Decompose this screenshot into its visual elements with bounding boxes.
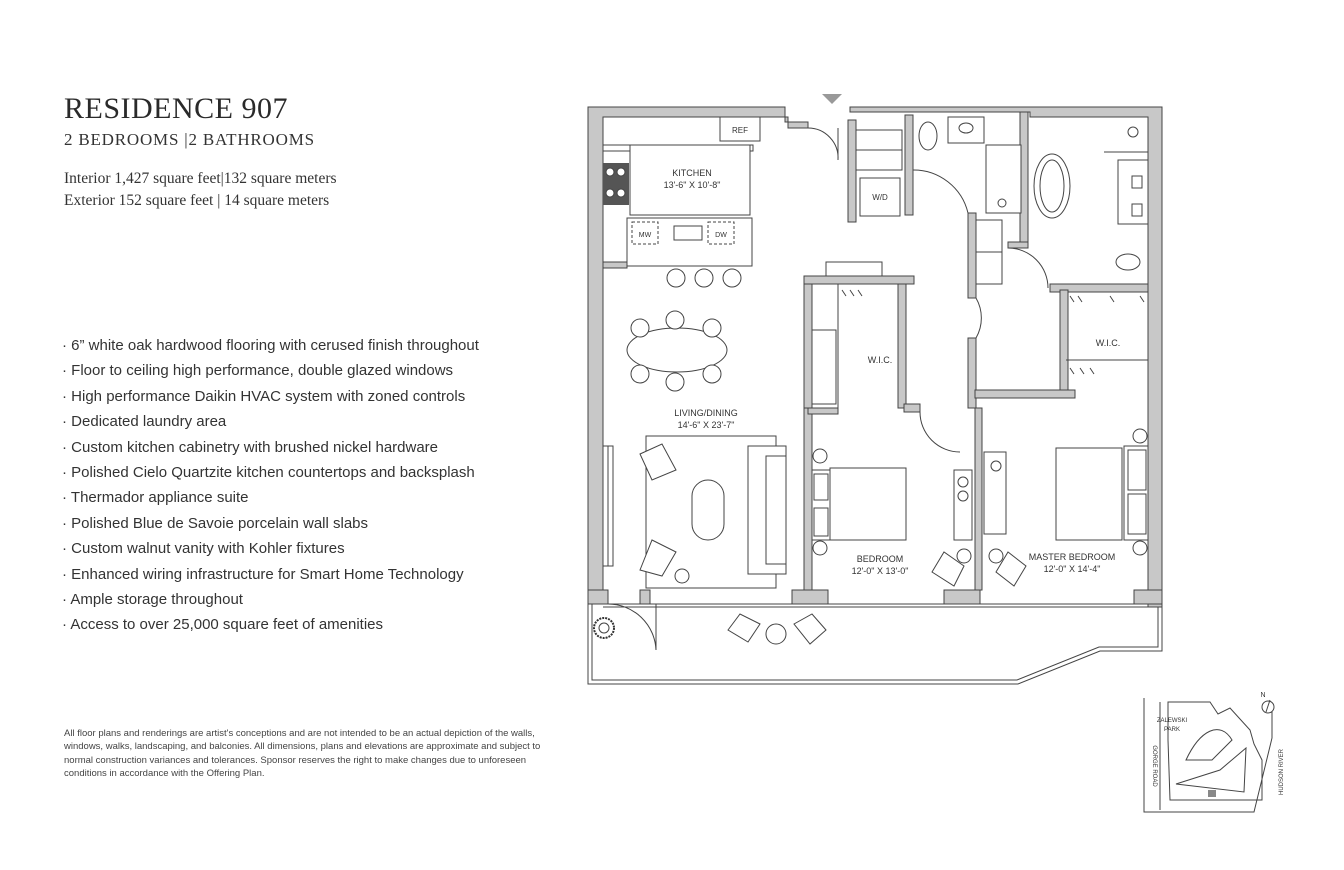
disclaimer: All floor plans and renderings are artis… [64,728,541,780]
feature-item: Dedicated laundry area [62,409,582,434]
feature-item: Polished Cielo Quartzite kitchen counter… [62,460,582,485]
interior-walls [602,111,1149,591]
living-area: LIVING/DINING 14'-6" X 23'-7" [602,408,787,589]
master-bedroom-label: MASTER BEDROOM [1029,552,1116,562]
feature-item: Custom kitchen cabinetry with brushed ni… [62,435,582,460]
feature-item: Floor to ceiling high performance, doubl… [62,358,582,383]
microwave-label: MW [639,232,652,239]
closets: W.I.C. W.I.C. [811,261,1148,453]
washer-dryer-label: W/D [872,193,888,202]
kitchen-label: KITCHEN [672,168,712,178]
master-bedroom: MASTER BEDROOM 12'-0" X 14'-4" [983,428,1149,587]
wic2-label: W.I.C. [1096,338,1121,348]
residence-subtitle: 2 BEDROOMS |2 BATHROOMS [64,130,315,149]
site-map: ZALEWSKI PARK GORGE ROAD HUDSON RIVER N [1143,692,1285,813]
feature-item: Thermador appliance suite [62,485,582,510]
feature-item: Polished Blue de Savoie porcelain wall s… [62,511,582,536]
master-bath [1033,126,1149,271]
exterior-area: Exterior 152 square feet | 14 square met… [64,192,330,209]
residence-title: RESIDENCE 907 [64,92,288,125]
feature-item: Ample storage throughout [62,587,582,612]
feature-item: 6” white oak hardwood flooring with ceru… [62,333,582,358]
dining-area [626,310,728,392]
kitchen: REF KITCHEN 13'-6" X 10'-8" MW DW [602,116,839,288]
dishwasher-label: DW [715,232,727,239]
north-label: N [1260,692,1265,699]
features-list: 6” white oak hardwood flooring with ceru… [62,333,582,638]
living-label: LIVING/DINING [674,408,738,418]
laundry-bath: W/D [855,116,1049,289]
entry-marker [822,94,842,104]
hudson-river-label: HUDSON RIVER [1279,748,1285,795]
balcony-furniture [593,603,827,651]
balcony-outline [587,604,1163,685]
kitchen-dimensions: 13'-6" X 10'-8" [664,180,721,190]
area-block: Interior 1,427 square feet|132 square me… [64,168,544,212]
bedroom: BEDROOM 12'-0" X 13'-0" [811,448,973,587]
feature-item: Enhanced wiring infrastructure for Smart… [62,562,582,587]
ref-label: REF [732,126,748,135]
feature-item: Custom walnut vanity with Kohler fixture… [62,536,582,561]
park-label-2: PARK [1164,727,1180,733]
feature-item: High performance Daikin HVAC system with… [62,384,582,409]
feature-item: Access to over 25,000 square feet of ame… [62,612,582,637]
living-dimensions: 14'-6" X 23'-7" [678,420,735,430]
master-bedroom-dimensions: 12'-0" X 14'-4" [1044,564,1101,574]
wic-label: W.I.C. [868,355,893,365]
gorge-road-label: GORGE ROAD [1151,745,1157,787]
interior-area: Interior 1,427 square feet|132 square me… [64,170,337,187]
residence-header: RESIDENCE 907 2 BEDROOMS |2 BATHROOMS In… [64,92,544,212]
bedroom-dimensions: 12'-0" X 13'-0" [852,566,909,576]
park-label: ZALEWSKI [1157,718,1188,724]
bedroom-label: BEDROOM [857,554,904,564]
